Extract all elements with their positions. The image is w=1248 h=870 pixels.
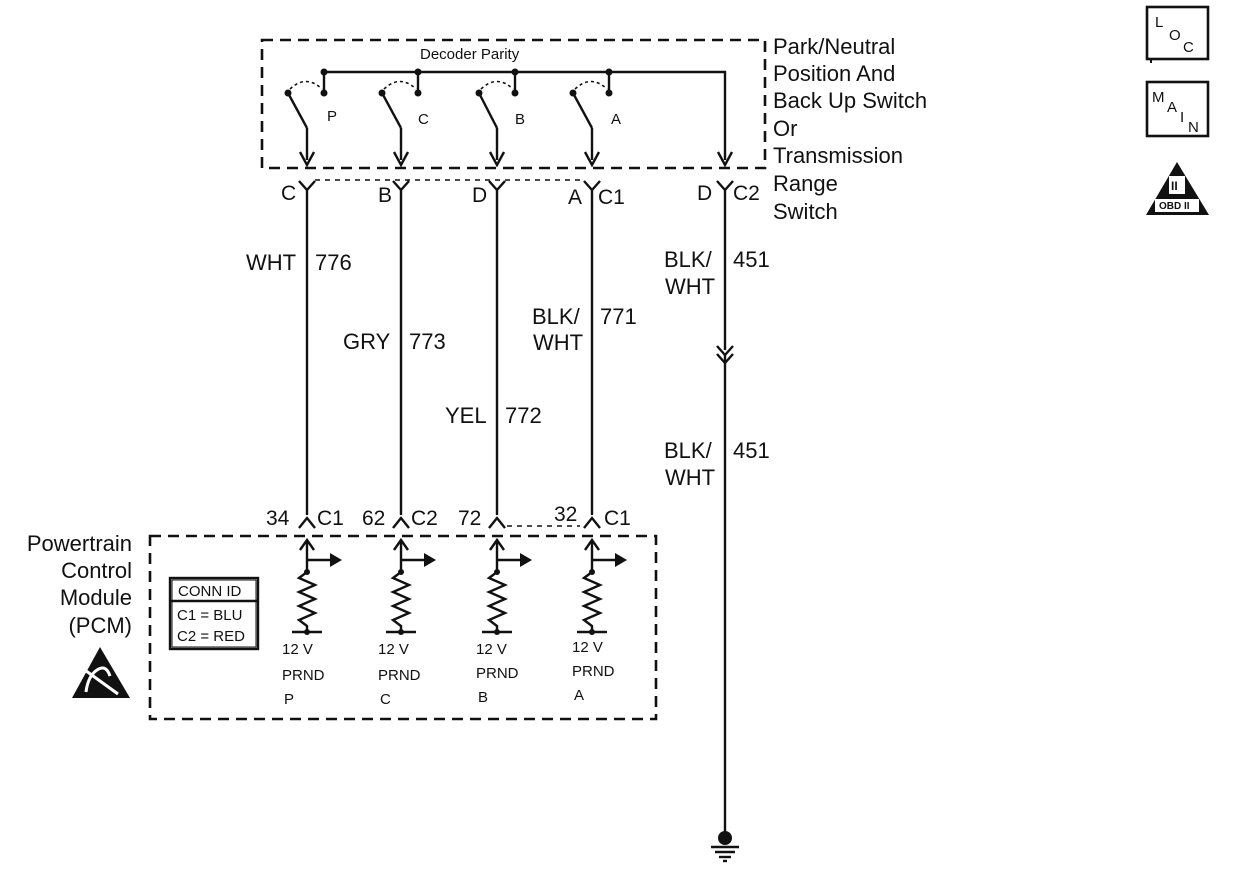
svg-text:A: A <box>568 186 582 209</box>
bottom-connector-row: 34 C1 62 C2 72 32 C1 <box>266 503 631 530</box>
pcm-housing-outline <box>148 534 658 721</box>
main-icon[interactable]: M A I N <box>1145 80 1210 138</box>
switch-contact-a: A <box>569 68 621 168</box>
switch-contact-p: P <box>284 68 337 168</box>
switch-contact-b: B <box>475 68 525 168</box>
switch-housing-outline <box>260 38 767 170</box>
svg-text:PRND: PRND <box>572 663 615 680</box>
svg-text:771: 771 <box>600 304 637 329</box>
pcm-input-b: 12 V PRND B <box>476 537 532 706</box>
svg-text:BLK/: BLK/ <box>664 438 713 463</box>
svg-text:L: L <box>1155 14 1163 31</box>
svg-text:773: 773 <box>409 329 446 354</box>
decoder-parity-label: Decoder Parity <box>420 46 520 63</box>
svg-text:Switch: Switch <box>773 199 838 224</box>
svg-text:34: 34 <box>266 507 290 530</box>
pcm-input-a: 12 V PRND A <box>572 537 627 704</box>
svg-text:PRND: PRND <box>282 667 325 684</box>
svg-text:B: B <box>478 689 488 706</box>
svg-text:A: A <box>574 687 584 704</box>
svg-text:I: I <box>1180 109 1184 126</box>
svg-text:Range: Range <box>773 171 838 196</box>
loc-icon[interactable]: L O C <box>1145 5 1210 63</box>
svg-text:A: A <box>611 111 621 128</box>
switch-contact-c: C <box>378 68 429 168</box>
svg-text:WHT: WHT <box>533 330 583 355</box>
svg-text:D: D <box>697 182 712 205</box>
svg-text:PRND: PRND <box>476 665 519 682</box>
svg-text:P: P <box>327 108 337 125</box>
svg-text:C: C <box>380 691 391 708</box>
svg-text:451: 451 <box>733 438 770 463</box>
svg-text:62: 62 <box>362 507 385 530</box>
svg-text:C1 = BLU: C1 = BLU <box>177 607 242 624</box>
svg-text:C: C <box>1183 39 1194 56</box>
svg-text:C1: C1 <box>604 507 631 530</box>
svg-text:12 V: 12 V <box>282 641 313 658</box>
svg-text:P: P <box>284 691 294 708</box>
svg-text:PRND: PRND <box>378 667 421 684</box>
svg-text:C1: C1 <box>317 507 344 530</box>
svg-text:Park/Neutral: Park/Neutral <box>773 34 895 59</box>
svg-text:Powertrain: Powertrain <box>27 531 132 556</box>
pcm-title: Powertrain Control Module (PCM) <box>27 531 132 638</box>
svg-text:12 V: 12 V <box>476 641 507 658</box>
obd-ii-icon[interactable]: II OBD II <box>1146 162 1209 215</box>
svg-text:CONN ID: CONN ID <box>178 583 242 600</box>
svg-text:C: C <box>418 111 429 128</box>
wire-label-772: YEL 772 <box>445 403 542 428</box>
svg-text:O: O <box>1169 27 1181 44</box>
wire-label-773: GRY 773 <box>343 329 446 354</box>
svg-text:Module: Module <box>60 585 132 610</box>
svg-text:WHT: WHT <box>665 465 715 490</box>
esd-warning-icon <box>72 647 130 698</box>
svg-text:C2: C2 <box>411 507 438 530</box>
svg-text:Or: Or <box>773 116 797 141</box>
pcm-input-c: 12 V PRND C <box>378 537 436 708</box>
svg-text:Control: Control <box>61 558 132 583</box>
wire-label-451-upper: BLK/ WHT 451 <box>664 247 770 299</box>
svg-text:WHT: WHT <box>665 274 715 299</box>
pcm-input-p: 12 V PRND P <box>282 537 342 708</box>
svg-text:32: 32 <box>554 503 577 526</box>
svg-text:OBD II: OBD II <box>1159 201 1190 212</box>
wire-label-771: BLK/ WHT 771 <box>532 304 637 355</box>
conn-id-table: CONN ID C1 = BLU C2 = RED <box>168 576 260 651</box>
switch-common-arrow <box>716 151 734 168</box>
svg-text:12 V: 12 V <box>572 639 603 656</box>
svg-text:Back Up Switch: Back Up Switch <box>773 88 927 113</box>
wire-label-776: WHT 776 <box>246 250 352 275</box>
svg-text:72: 72 <box>458 507 481 530</box>
svg-text:C2 = RED: C2 = RED <box>177 628 245 645</box>
svg-text:Transmission: Transmission <box>773 143 903 168</box>
svg-text:12 V: 12 V <box>378 641 409 658</box>
svg-text:N: N <box>1188 119 1199 136</box>
svg-text:BLK/: BLK/ <box>532 304 581 329</box>
svg-text:Position And: Position And <box>773 61 895 86</box>
svg-text:B: B <box>378 184 392 207</box>
svg-text:C1: C1 <box>598 186 625 209</box>
svg-text:D: D <box>472 184 487 207</box>
svg-text:WHT: WHT <box>246 250 296 275</box>
svg-text:YEL: YEL <box>445 403 487 428</box>
svg-text:B: B <box>515 111 525 128</box>
svg-text:C2: C2 <box>733 182 760 205</box>
svg-text:M: M <box>1152 89 1165 106</box>
svg-text:772: 772 <box>505 403 542 428</box>
top-connector-row: C B D A C1 D C2 <box>281 179 760 209</box>
wire-label-451-lower: BLK/ WHT 451 <box>664 438 770 490</box>
switch-common-bus <box>324 70 727 160</box>
svg-text:451: 451 <box>733 247 770 272</box>
switch-title: Park/Neutral Position And Back Up Switch… <box>773 34 927 224</box>
svg-text:C: C <box>281 182 296 205</box>
svg-text:A: A <box>1167 99 1177 116</box>
svg-text:776: 776 <box>315 250 352 275</box>
ground-icon <box>711 831 739 863</box>
svg-text:(PCM): (PCM) <box>68 613 132 638</box>
svg-text:BLK/: BLK/ <box>664 247 713 272</box>
svg-text:II: II <box>1171 179 1178 193</box>
svg-text:GRY: GRY <box>343 329 391 354</box>
